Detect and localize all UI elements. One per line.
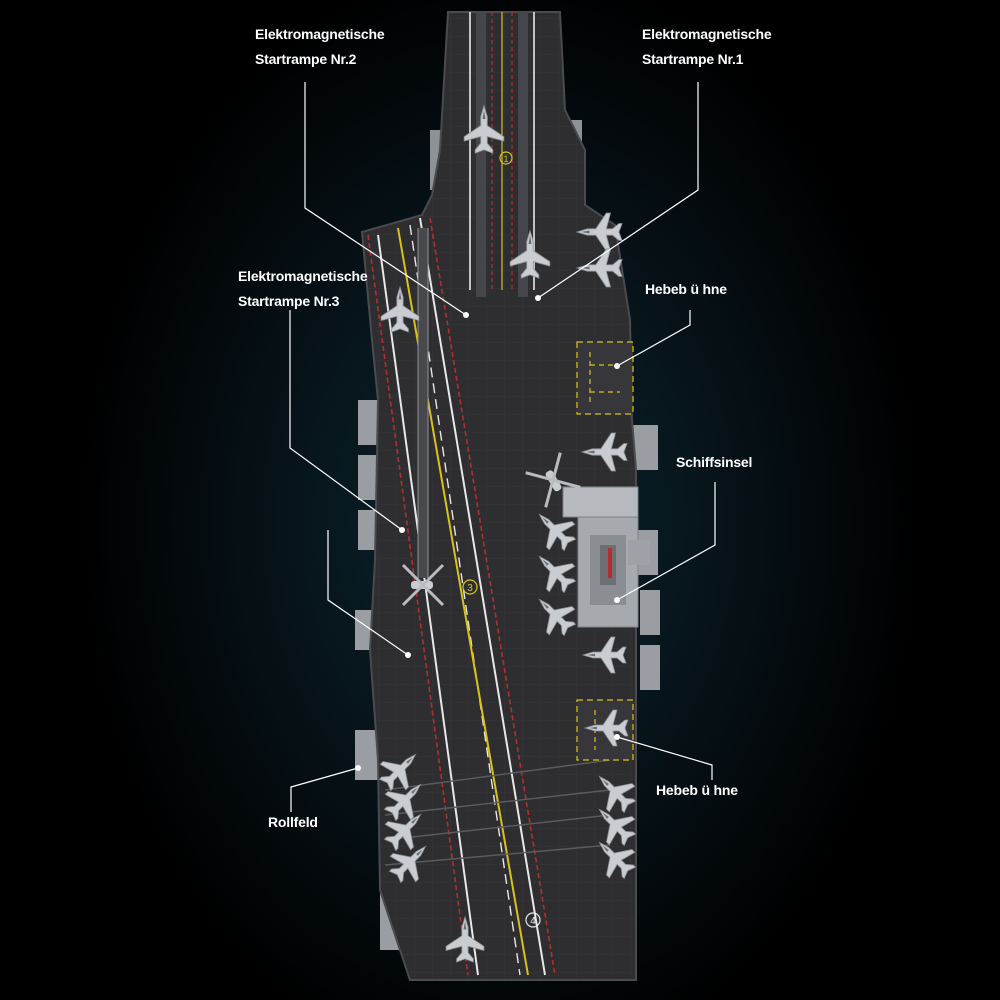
label-launcher-2-line1: Elektromagnetische: [255, 26, 385, 42]
flight-deck: [360, 11, 637, 981]
label-launcher-1: Elektromagnetische Startrampe Nr.1: [642, 22, 772, 72]
label-taxiway-text: Rollfeld: [268, 814, 318, 830]
elevator-top: [576, 341, 634, 415]
label-launcher-1-line1: Elektromagnetische: [642, 26, 772, 42]
angled-deck: [367, 217, 556, 976]
arresting-cables: [384, 759, 611, 866]
deck-markings: 1 3 4: [462, 151, 541, 928]
label-elevator-bottom: Hebeb ü hne: [656, 778, 738, 803]
label-launcher-1-line2: Startrampe Nr.1: [642, 51, 744, 67]
label-taxiway: Rollfeld: [268, 810, 318, 835]
leader-elevator-bottom: [616, 736, 713, 780]
leader-sponson: [327, 530, 409, 656]
label-launcher-2: Elektromagnetische Startrampe Nr.2: [255, 22, 385, 72]
leader-lines: [289, 82, 716, 812]
label-elevator-top-text: Hebeb ü hne: [645, 281, 727, 297]
leader-launcher-1: [537, 82, 699, 299]
deck-mark-3: 3: [467, 583, 473, 594]
ship-island: [562, 486, 650, 628]
leader-dots: [355, 295, 620, 771]
leader-launcher-3: [289, 310, 403, 531]
deck-mark-1: 1: [503, 154, 508, 164]
bow-catapults: [469, 12, 535, 297]
leader-launcher-2: [304, 82, 467, 316]
label-island-text: Schiffsinsel: [676, 454, 753, 470]
label-launcher-3: Elektromagnetische Startrampe Nr.3: [238, 264, 368, 314]
label-launcher-3-line1: Elektromagnetische: [238, 268, 368, 284]
leader-island: [616, 482, 716, 601]
label-elevator-bottom-text: Hebeb ü hne: [656, 782, 738, 798]
deck-mark-4: 4: [530, 916, 536, 927]
leader-elevator-top: [616, 310, 691, 367]
label-island: Schiffsinsel: [676, 450, 752, 475]
label-launcher-3-line2: Startrampe Nr.3: [238, 293, 340, 309]
leader-taxiway: [290, 767, 359, 812]
label-launcher-2-line2: Startrampe Nr.2: [255, 51, 357, 67]
label-elevator-top: Hebeb ü hne: [645, 277, 727, 302]
